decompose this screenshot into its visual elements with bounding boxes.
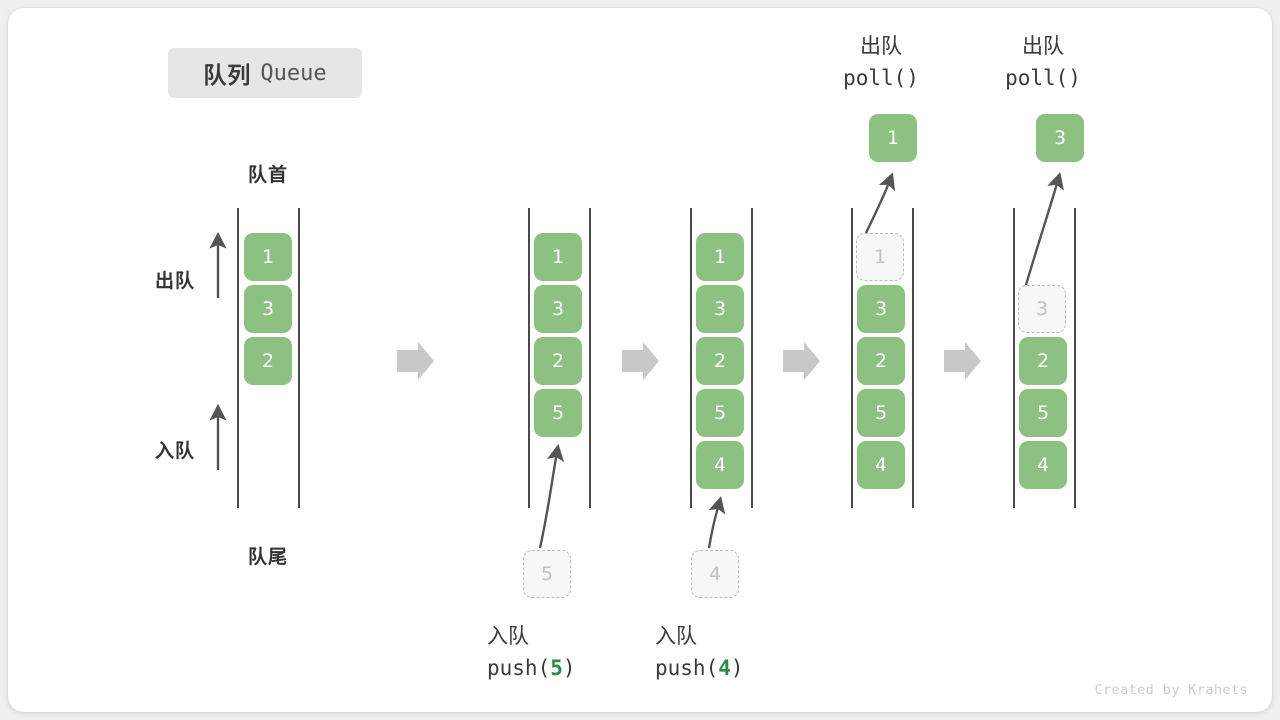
queue-cell: 4 — [696, 441, 744, 489]
queue-cell: 2 — [696, 337, 744, 385]
queue-cell: 2 — [857, 337, 905, 385]
diagram-stage: 队列 Queue 队首 队尾 出队 入队 1 3 2 1 3 2 5 5 入队 … — [8, 8, 1272, 712]
code-value: 4 — [718, 656, 731, 680]
flow-arrow — [397, 342, 434, 380]
title-english: Queue — [260, 60, 327, 86]
queue-cell: 4 — [857, 441, 905, 489]
code-suffix: ) — [562, 656, 576, 680]
queue-rail-right-push4 — [751, 208, 753, 508]
credit-text: Created by Krahets — [1094, 682, 1248, 698]
diagram-title-badge: 队列 Queue — [168, 48, 362, 98]
op-label-cn-poll3: 出队 — [1022, 34, 1064, 58]
queue-cell: 2 — [1019, 337, 1067, 385]
queue-cell: 1 — [244, 233, 292, 281]
queue-cell: 5 — [857, 389, 905, 437]
queue-rail-right-poll1 — [912, 208, 914, 508]
queue-rail-left-push4 — [690, 208, 692, 508]
flow-arrow — [944, 342, 981, 380]
dequeue-motion-arrow — [864, 172, 896, 234]
enqueue-motion-arrow — [538, 443, 564, 549]
queue-rail-right-poll3 — [1074, 208, 1076, 508]
diagram-card: 队列 Queue 队首 队尾 出队 入队 1 3 2 1 3 2 5 5 入队 … — [8, 8, 1272, 712]
incoming-ghost-cell: 5 — [523, 550, 571, 598]
queue-cell-ghost: 1 — [856, 233, 904, 281]
queue-rail-left-poll3 — [1013, 208, 1015, 508]
queue-cell-ghost: 3 — [1018, 285, 1066, 333]
queue-rail-left-poll1 — [851, 208, 853, 508]
queue-cell: 3 — [534, 285, 582, 333]
diagram-vector-overlay — [209, 172, 1064, 549]
queue-cell: 2 — [534, 337, 582, 385]
queue-cell: 3 — [696, 285, 744, 333]
queue-cell: 5 — [696, 389, 744, 437]
queue-cell: 5 — [534, 389, 582, 437]
op-label-code-push4: push(4) — [655, 656, 835, 680]
queue-cell: 5 — [1019, 389, 1067, 437]
op-label-cn-push5: 入队 — [487, 624, 529, 648]
op-label-cn-poll1: 出队 — [860, 34, 902, 58]
code-prefix: push( — [487, 656, 551, 680]
head-label: 队首 — [247, 165, 288, 186]
op-label-code-push5: push(5) — [487, 656, 667, 680]
queue-cell: 2 — [244, 337, 292, 385]
flow-arrow — [783, 342, 820, 380]
code-prefix: push( — [655, 656, 719, 680]
dequeued-result-cell: 1 — [869, 114, 917, 162]
queue-rail-left-push5 — [528, 208, 530, 508]
op-label-cn-push4: 入队 — [655, 624, 697, 648]
tail-label: 队尾 — [247, 547, 288, 568]
dequeued-result-cell: 3 — [1036, 114, 1084, 162]
dequeue-direction-label: 出队 — [154, 271, 195, 292]
enqueue-motion-arrow — [707, 496, 726, 549]
title-chinese: 队列 — [203, 62, 252, 88]
dequeue-motion-arrow — [1024, 172, 1064, 286]
queue-rail-right-initial — [298, 208, 300, 508]
queue-cell: 1 — [696, 233, 744, 281]
queue-cell: 4 — [1019, 441, 1067, 489]
queue-rail-left-initial — [237, 208, 239, 508]
code-suffix: ) — [730, 656, 744, 680]
queue-rail-right-push5 — [589, 208, 591, 508]
flow-arrow — [622, 342, 659, 380]
enqueue-direction-label: 入队 — [154, 441, 195, 462]
incoming-ghost-cell: 4 — [691, 550, 739, 598]
code-value: 5 — [550, 656, 563, 680]
queue-cell: 3 — [244, 285, 292, 333]
op-label-code-poll1: poll() — [843, 66, 919, 90]
queue-cell: 1 — [534, 233, 582, 281]
op-label-code-poll3: poll() — [1005, 66, 1081, 90]
queue-cell: 3 — [857, 285, 905, 333]
